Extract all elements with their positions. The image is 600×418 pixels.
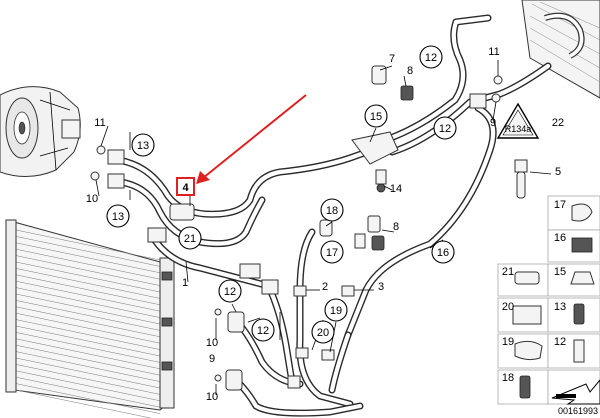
parts-legend-grid: [497, 195, 600, 405]
bubble-b12c[interactable]: 12: [218, 279, 242, 303]
callout-c8a: 8: [407, 65, 413, 77]
callout-c14: 14: [390, 183, 402, 195]
bubble-b12d[interactable]: 12: [251, 318, 275, 342]
callout-c1: 1: [182, 277, 188, 289]
callout-c21b: 21: [502, 266, 514, 278]
callout-c7: 7: [389, 53, 395, 65]
refrigerant-warning-sign: R134a: [496, 102, 540, 139]
highlight-label: 4: [182, 182, 189, 194]
bubble-circle: [106, 204, 130, 228]
callout-c10a: 10: [86, 193, 98, 205]
bubble-label: 17: [326, 247, 338, 259]
bubble-circle: [131, 133, 155, 157]
bubble-label: 19: [330, 305, 342, 317]
bubble-circle: [431, 240, 455, 264]
bubble-label: 12: [425, 52, 437, 64]
bubble-label: 20: [317, 327, 329, 339]
callout-c22: 22: [552, 117, 564, 129]
callout-c15b: 15: [554, 266, 566, 278]
bubble-label: 15: [370, 111, 382, 123]
highlight-callout-4[interactable]: 4: [176, 177, 195, 196]
callout-c18b: 18: [502, 372, 514, 384]
callout-c10c: 10: [206, 391, 218, 403]
callout-c17b: 17: [554, 199, 566, 211]
bubble-b18[interactable]: 18: [320, 198, 344, 222]
bubble-circle: [251, 318, 275, 342]
ac-compressor: [0, 86, 81, 177]
bubble-label: 16: [437, 247, 449, 259]
callout-c5: 5: [555, 166, 561, 178]
bubble-label: 13: [112, 211, 124, 223]
bubble-label: 12: [257, 325, 269, 337]
bubble-b16[interactable]: 16: [431, 240, 455, 264]
callout-c9a: 9: [490, 117, 496, 129]
callout-c20b: 20: [502, 301, 514, 313]
bubble-b17[interactable]: 17: [320, 240, 344, 264]
bubble-b21[interactable]: 21: [178, 226, 202, 250]
callout-c10b: 10: [206, 337, 218, 349]
bubble-b15[interactable]: 15: [364, 104, 388, 128]
fittings: [90, 65, 528, 391]
callout-c12b: 12: [554, 336, 566, 348]
bubble-circle: [320, 240, 344, 264]
refrigerant-hoses: [114, 14, 552, 417]
bubble-label: 13: [137, 140, 149, 152]
bubble-circle: [311, 320, 335, 344]
callout-c13b: 13: [554, 301, 566, 313]
bubble-circle: [218, 279, 242, 303]
bubble-circle: [324, 298, 348, 322]
red-arrow: [196, 94, 307, 184]
bubble-circle: [433, 116, 457, 140]
bubble-circle: [320, 198, 344, 222]
bubble-circle: [178, 226, 202, 250]
bubble-b12a[interactable]: 12: [419, 45, 443, 69]
ac-condenser: [5, 219, 175, 418]
bubble-circle: [419, 45, 443, 69]
bubble-label: 12: [439, 123, 451, 135]
callout-c9b: 9: [209, 353, 215, 365]
diagram-number: 00161993: [558, 406, 598, 416]
callout-c3: 3: [378, 281, 384, 293]
warning-sign-text: R134a: [505, 124, 532, 134]
callout-c19b: 19: [502, 336, 514, 348]
bubble-label: 12: [224, 286, 236, 298]
evaporator-housing: [521, 0, 600, 99]
bubble-b19[interactable]: 19: [324, 298, 348, 322]
bubble-circle: [364, 104, 388, 128]
bubble-b13b[interactable]: 13: [106, 204, 130, 228]
callout-c2: 2: [322, 281, 328, 293]
callout-c16b: 16: [554, 232, 566, 244]
bubble-label: 18: [326, 205, 338, 217]
callout-c11a: 11: [94, 117, 105, 129]
bubble-b12b[interactable]: 12: [433, 116, 457, 140]
bubble-b13a[interactable]: 13: [131, 133, 155, 157]
bubble-label: 21: [184, 233, 196, 245]
bubble-b20[interactable]: 20: [311, 320, 335, 344]
callout-c11b: 11: [488, 46, 499, 58]
callout-c8b: 8: [393, 221, 399, 233]
